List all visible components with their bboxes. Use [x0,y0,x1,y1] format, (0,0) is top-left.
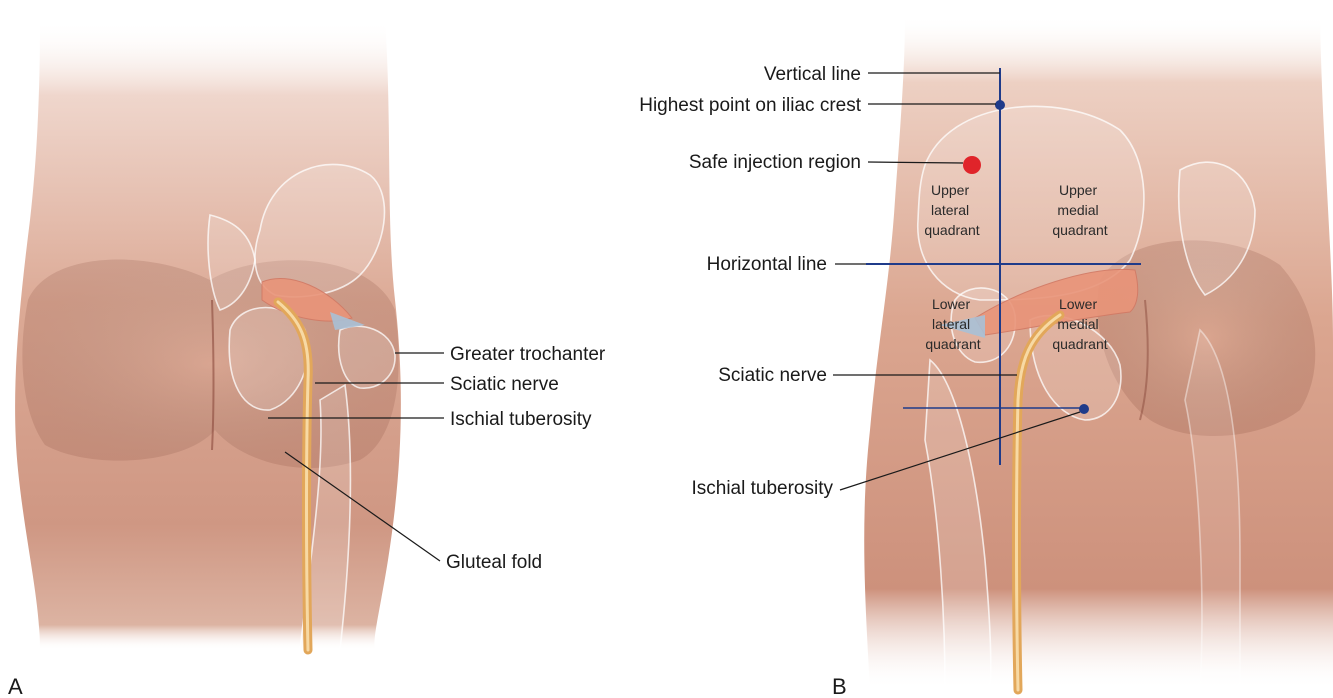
label-greater-trochanter: Greater trochanter [450,344,606,365]
quadrant-lower-lateral: Lower lateral quadrant [925,296,980,352]
sacrum-bone-a [207,214,256,311]
panel-letter-b: B [832,674,847,698]
quadrant-upper-medial: Upper medial quadrant [1052,182,1107,238]
leader-ischial-tuberosity-b [839,411,1081,491]
panel-a-figure: Greater trochanter Sciatic nerve Ischial… [8,20,606,698]
label-gluteal-fold: Gluteal fold [446,552,542,573]
gluteal-cleft-b [1139,299,1149,421]
gluteal-cleft-a [211,299,215,451]
femur-right-b [1184,328,1241,691]
leader-safe-injection [867,161,964,164]
label-vertical-line: Vertical line [764,64,861,85]
hip-joint-a [228,306,309,411]
piriformis-tendon-a [330,312,365,330]
quadrant-upper-lateral: Upper lateral quadrant [924,182,979,238]
panel-letter-a: A [8,674,23,698]
buttocks-shading-b [1097,240,1316,437]
ischium-bone-b [1029,314,1122,421]
iliac-crest-point [995,100,1005,110]
quadrant-lower-medial: Lower medial quadrant [1052,296,1107,352]
label-safe-injection-region: Safe injection region [689,152,861,173]
label-sciatic-nerve-a: Sciatic nerve [450,374,559,395]
piriformis-tendon-b [940,315,985,338]
femur-bone-b [924,358,992,691]
ischial-tuberosity-point [1079,404,1089,414]
label-ischial-tuberosity-a: Ischial tuberosity [450,409,592,430]
piriformis-muscle-b [974,268,1139,336]
body-silhouette-b [864,15,1333,690]
label-highest-point-iliac-crest: Highest point on iliac crest [639,95,861,116]
leader-gluteal-fold-a [284,451,441,562]
greater-trochanter-bone-a [337,325,396,389]
safe-injection-dot [963,156,981,174]
sciatic-nerve-highlight-b [1015,313,1062,692]
label-ischial-tuberosity-b: Ischial tuberosity [691,478,833,499]
label-sciatic-nerve-b: Sciatic nerve [718,365,827,386]
femur-bone-a [299,383,352,651]
panel-b-figure: Upper lateral quadrant Upper medial quad… [639,15,1333,698]
sciatic-nerve-highlight-a [276,300,310,652]
sacrum-bone-b [1177,161,1256,297]
label-horizontal-line: Horizontal line [707,254,827,275]
